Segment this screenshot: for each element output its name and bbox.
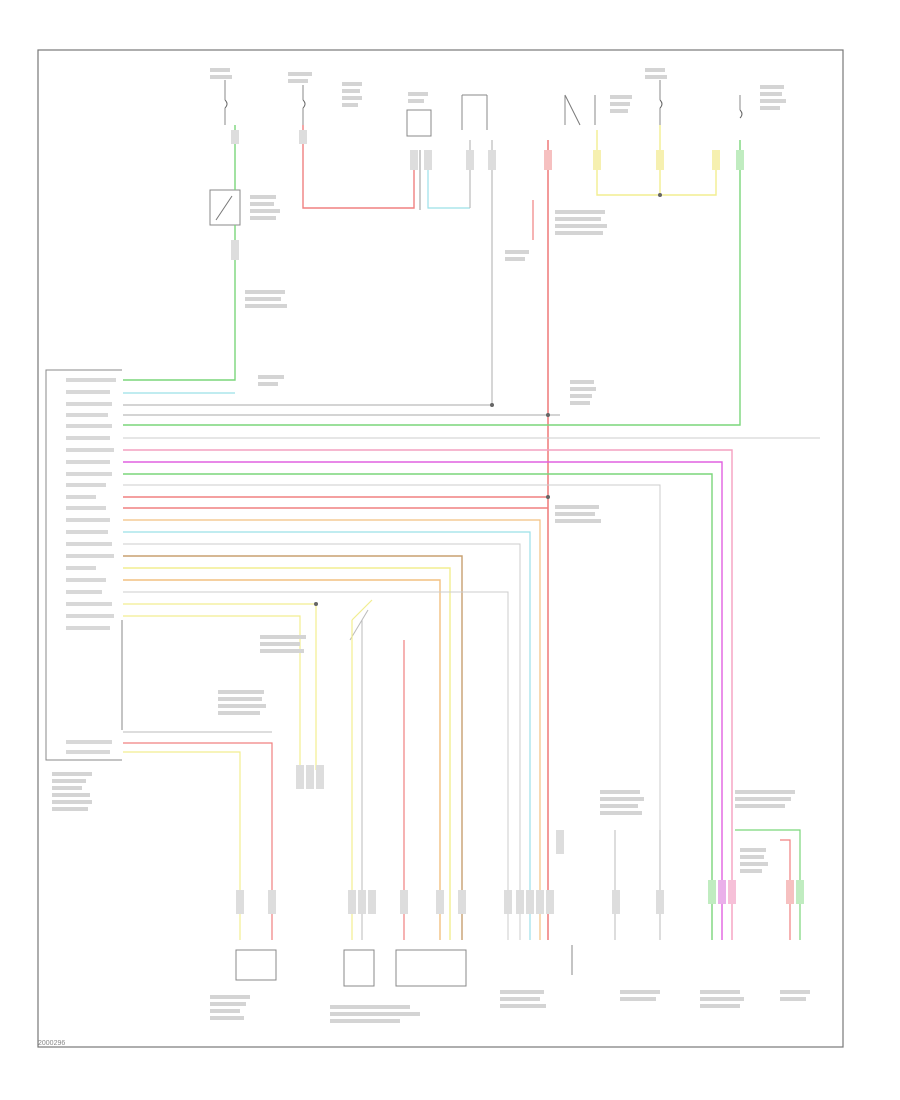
connector-markers (231, 130, 804, 914)
wire-row-grey-3 (123, 484, 661, 940)
wire-row-yellow-1 (123, 567, 451, 940)
wire-right-bottom-red (780, 839, 791, 940)
splice-points (314, 193, 662, 606)
wire-row-cyan-2 (123, 531, 531, 940)
fuse-right-hot-at-all-times (659, 80, 663, 125)
bottom-component-2 (343, 949, 375, 987)
wire-row-orange (123, 519, 541, 940)
wire-red-fuse2 (302, 125, 415, 209)
top-relay-box (406, 109, 432, 137)
left-relay-box (209, 189, 241, 226)
wire-lower-yellow (123, 751, 241, 940)
wire-row-yellow-3 (123, 615, 301, 770)
ect-sensor (235, 949, 277, 981)
fuse-hot-at-all-times-2 (302, 85, 306, 125)
wire-cyan-relay (427, 150, 470, 209)
pcm-module-outline (45, 369, 122, 761)
fuse-far-right (739, 95, 743, 119)
bottom-component-3 (395, 949, 467, 987)
wire-row-grey-5 (123, 591, 509, 940)
wire-row-green-2 (123, 473, 713, 940)
wire-row-grey-4 (123, 543, 521, 940)
wire-diagonal-b (349, 609, 369, 641)
wire-row-pink (123, 449, 733, 940)
illegible-labels (52, 68, 810, 1023)
wire-row-magenta (123, 461, 723, 940)
fuse-left-hot-at-all-times (224, 80, 228, 125)
wire-green-left-lower (123, 225, 236, 381)
brake-switch (564, 94, 596, 126)
wire-green-far-right (123, 140, 741, 426)
wire-grey-switch-b (123, 140, 493, 406)
wire-row-yellow-2 (123, 603, 317, 770)
pcm-pin-labels (66, 378, 116, 754)
diagram-code: 2000296 (38, 1040, 66, 1047)
wire-diagonal-a (351, 599, 373, 621)
diagram-border (37, 49, 844, 1048)
left-relay-switch (215, 195, 233, 221)
wire-row-orange-2 (123, 579, 441, 940)
wire-row-brown (123, 555, 463, 940)
wire-lower-pink (123, 742, 273, 940)
